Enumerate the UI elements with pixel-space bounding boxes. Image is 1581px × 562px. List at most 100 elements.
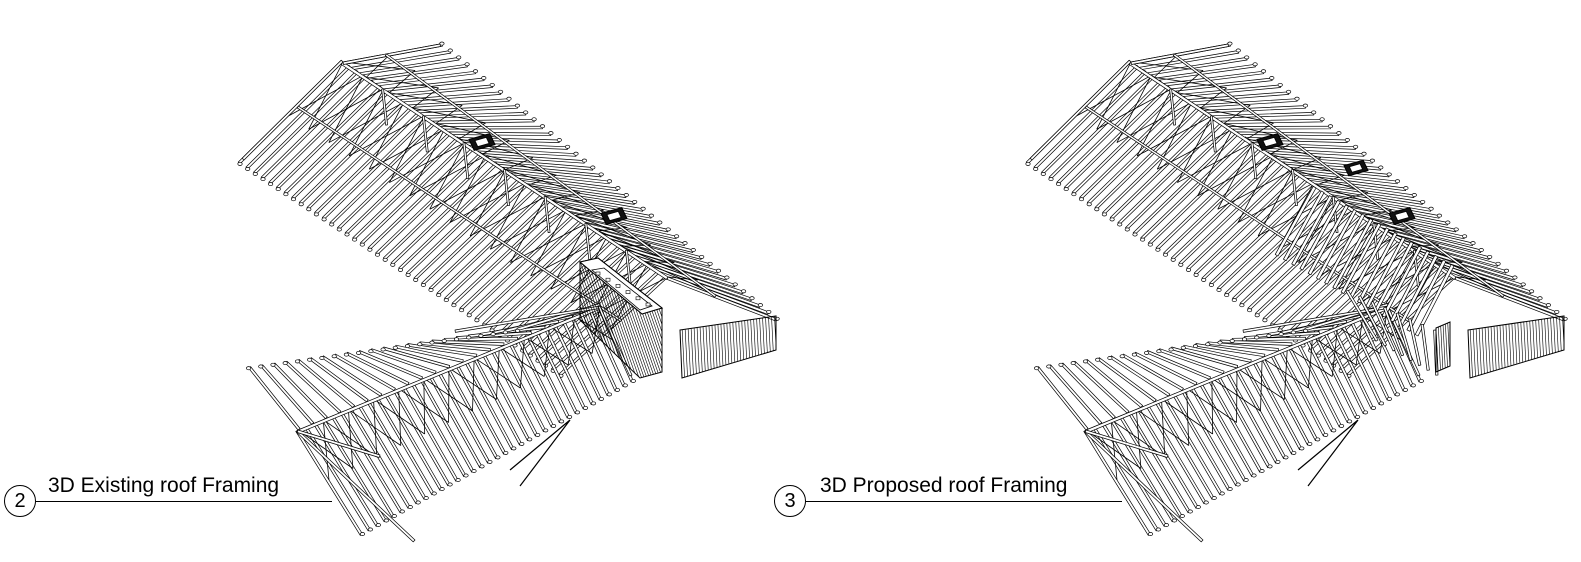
rear-slope-rafter-end: [1529, 289, 1535, 294]
front-slope-rafter-end: [374, 252, 381, 257]
lower-wing-back-rafter-end: [429, 340, 435, 345]
lower-wing-rafter-end: [391, 514, 397, 518]
lower-wing-rafter: [1332, 327, 1374, 410]
rear-slope-rafter-end: [1420, 199, 1426, 204]
front-slope-rafter-end: [466, 313, 472, 318]
lower-wing-web: [348, 409, 401, 446]
rear-slope-rafter-end: [1495, 261, 1501, 266]
gable-end-wall-hatch-line: [1498, 316, 1504, 378]
rear-slope-rafter-end: [724, 275, 730, 280]
rear-slope-rafter-end: [665, 227, 671, 232]
lower-wing-back-rafter-end: [356, 350, 362, 355]
gable-end-wall-hatch-line: [1510, 316, 1516, 378]
rear-slope-rafter-end: [565, 144, 571, 149]
lower-wing-rafter-end: [511, 446, 517, 451]
infill-wall-hatch-line: [1446, 322, 1450, 372]
lower-wing-rafter-end: [1394, 392, 1400, 397]
rear-slope-rafter-end: [1462, 234, 1468, 239]
new-rafter: [1340, 222, 1382, 294]
lower-wing-rafter-end: [1370, 405, 1377, 410]
gable-end-wall-hatch-line: [1540, 316, 1546, 378]
lower-wing-rafter-end: [1410, 383, 1416, 388]
front-slope-rafter-end: [1048, 177, 1054, 182]
rear-slope-rafter-end: [464, 62, 470, 67]
lower-wing-rafter-end: [407, 505, 413, 509]
lower-wing-rafter-end: [471, 469, 477, 473]
front-slope-rafter-end: [252, 172, 258, 176]
lower-wing-rafter-end: [1155, 527, 1161, 532]
gable-rafter: [241, 59, 344, 161]
new-rafter: [1357, 232, 1398, 304]
lower-wing-rafter-end: [1179, 514, 1185, 518]
gable-end-wall-hatch-line: [1489, 316, 1495, 378]
lower-wing-rafter-end: [1203, 500, 1209, 505]
infill-wall-hatch-line: [1505, 312, 1509, 382]
lower-wing-rafter-end: [503, 450, 509, 455]
front-slope-rafter: [405, 172, 514, 276]
lower-wing-back-rafter-end: [1229, 338, 1235, 343]
infill-wall-hatch-line: [1454, 312, 1458, 382]
front-slope-rafter-end: [1239, 303, 1245, 308]
vertical-strut: [421, 115, 429, 153]
infill-wall-hatch-line: [1476, 312, 1480, 382]
lower-wing-back-rafter-end: [1303, 328, 1309, 333]
gable-end-wall-hatch-line: [1561, 316, 1564, 378]
lower-wing-back-rafter-end: [453, 337, 460, 342]
main-wing-framing: [1025, 41, 1568, 379]
front-slope-rafter-end: [420, 283, 426, 287]
new-rafter: [1299, 199, 1341, 271]
rear-slope-rafter: [666, 276, 778, 322]
new-rafter: [1332, 218, 1374, 290]
lower-wing-rafter-end: [1219, 491, 1225, 496]
gable-rafter: [1029, 59, 1132, 161]
rear-slope-rafter-end: [539, 124, 546, 129]
lower-wing-rafter: [1216, 374, 1271, 469]
infill-wall-hatch-line: [1428, 312, 1432, 382]
gable-end-wall-hatch-line: [780, 306, 784, 388]
front-slope-rafter-end: [1094, 207, 1100, 212]
gable-end-wall-hatch-line: [701, 316, 707, 378]
vertical-strut: [462, 142, 470, 180]
gable-end-wall-hatch-line: [713, 316, 719, 378]
lower-wing-back-rafter-end: [515, 328, 521, 333]
lower-wing-rafter-end: [535, 432, 541, 437]
rear-slope-rafter-end: [1537, 296, 1543, 301]
lower-wing-rafter: [1243, 364, 1295, 455]
lower-wing-back-rafter-end: [1180, 345, 1186, 350]
gable-end-wall-hatch-line: [719, 316, 725, 378]
lower-wing-back-rafter: [407, 343, 478, 358]
infill-wall-hatch-line: [1464, 312, 1468, 382]
front-slope-rafter-end: [359, 242, 365, 247]
rear-slope-rafter-end: [1227, 41, 1233, 46]
front-slope-rafter-end: [474, 318, 480, 323]
lower-wing-back-rafter-end: [246, 366, 252, 371]
lower-wing-back-rafter-end: [1241, 337, 1248, 342]
front-slope-rafter-end: [352, 237, 358, 242]
lower-wing-back-rafter: [1109, 355, 1171, 397]
lower-gable-truss: [509, 419, 571, 487]
rear-slope-rafter-end: [1436, 213, 1442, 218]
lower-wing-rafter-end: [1362, 410, 1369, 415]
view-number-bubble: 2: [4, 485, 36, 517]
gable-end-wall-hatch-line: [734, 316, 740, 378]
lower-wing-rafter-end: [447, 482, 453, 487]
view-title: 3D Existing roof Framing: [48, 474, 280, 497]
lower-wing-back-rafter-end: [1119, 354, 1125, 359]
rear-slope-rafter-end: [1470, 241, 1476, 246]
front-slope-rafter-end: [367, 247, 373, 252]
lower-wing-rafter: [295, 429, 363, 536]
chimney-face-hatch-line: [708, 248, 757, 388]
roof-window-glazing: [474, 136, 490, 148]
front-slope-rafter: [390, 162, 499, 266]
rear-slope-rafter-end: [1378, 165, 1384, 170]
rear-slope-rafter-end: [456, 55, 462, 60]
lower-wing-web: [1312, 336, 1357, 366]
rear-slope-rafter-end: [573, 151, 579, 156]
infill-wall-hatch-line: [1462, 312, 1466, 382]
lower-wing-web: [1161, 398, 1213, 435]
rear-slope-rafter-end: [741, 289, 747, 294]
lower-wing-rafter-end: [1347, 419, 1353, 424]
lower-wing-back-rafter-end: [1278, 332, 1284, 337]
lower-wing-back-rafter: [333, 353, 396, 391]
gable-end-wall-hatch-line: [675, 306, 679, 388]
